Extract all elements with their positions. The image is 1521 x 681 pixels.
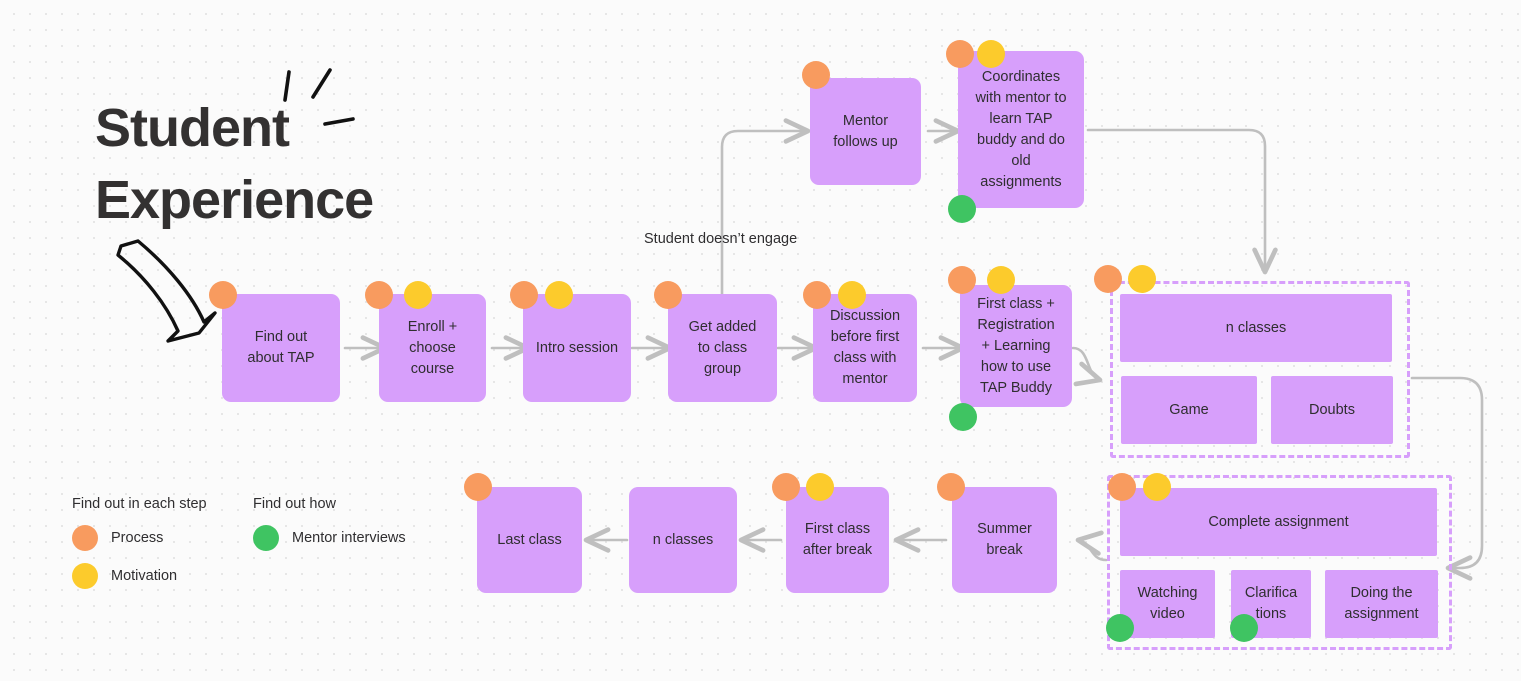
node-coordinates-with-mentor[interactable]: Coordinates with mentor to learn TAP bud… bbox=[958, 51, 1084, 208]
legend-swatch-motivation-icon bbox=[72, 563, 98, 589]
arrow-firstclass-to-group bbox=[1071, 346, 1103, 387]
group-classes-dashed bbox=[1110, 281, 1410, 458]
legend-label: Process bbox=[111, 530, 164, 546]
node-label: n classes bbox=[652, 531, 714, 548]
dot-motivation bbox=[838, 281, 866, 309]
node-doing-the-assignment[interactable]: Doing the assignment bbox=[1325, 570, 1438, 638]
arrow-doesnt-engage-branch bbox=[720, 118, 811, 296]
dot-process bbox=[948, 266, 976, 294]
node-label: Watching video bbox=[1137, 585, 1198, 622]
legend-item-motivation: Motivation bbox=[72, 563, 177, 589]
dot-motivation bbox=[806, 473, 834, 501]
node-label: Intro session bbox=[535, 339, 619, 356]
node-first-class-after-break[interactable]: First class after break bbox=[786, 487, 889, 593]
node-mentor-follows-up[interactable]: Mentor follows up bbox=[810, 78, 921, 185]
dot-process bbox=[365, 281, 393, 309]
dot-process bbox=[510, 281, 538, 309]
dot-process bbox=[772, 473, 800, 501]
node-label: Doubts bbox=[1309, 401, 1355, 418]
node-label: Last class bbox=[497, 531, 562, 548]
arrow-assignment-to-summer bbox=[1075, 530, 1108, 562]
node-label: Doing the assignment bbox=[1344, 585, 1419, 622]
node-label: Game bbox=[1169, 401, 1209, 418]
dot-mentor-interviews bbox=[1230, 614, 1258, 642]
node-discussion-before-first-class[interactable]: Discussion before first class with mento… bbox=[813, 294, 917, 402]
hand-drawn-arrow-icon bbox=[116, 239, 217, 343]
node-game[interactable]: Game bbox=[1121, 376, 1257, 444]
node-label: Get added to class group bbox=[688, 318, 757, 377]
dot-process bbox=[654, 281, 682, 309]
node-get-added-to-class-group[interactable]: Get added to class group bbox=[668, 294, 777, 402]
legend-label: Mentor interviews bbox=[292, 530, 406, 546]
node-n-classes-top[interactable]: n classes bbox=[1120, 294, 1392, 362]
dot-process bbox=[802, 61, 830, 89]
dot-mentor-interviews bbox=[948, 195, 976, 223]
legend-item-mentor-interviews: Mentor interviews bbox=[253, 525, 406, 551]
dot-mentor-interviews bbox=[949, 403, 977, 431]
node-watching-video[interactable]: Watching video bbox=[1120, 570, 1215, 638]
group-assignment-dashed bbox=[1107, 475, 1452, 650]
label-student-doesnt-engage: Student doesn’t engage bbox=[644, 231, 798, 247]
node-find-out-about-tap[interactable]: Find out about TAP bbox=[222, 294, 340, 402]
node-label: Complete assignment bbox=[1208, 513, 1349, 530]
node-label: Enroll + choose course bbox=[407, 318, 458, 377]
dot-process bbox=[209, 281, 237, 309]
dot-motivation bbox=[987, 266, 1015, 294]
node-summer-break[interactable]: Summer break bbox=[952, 487, 1057, 593]
dot-process bbox=[946, 40, 974, 68]
dot-motivation bbox=[1143, 473, 1171, 501]
node-last-class[interactable]: Last class bbox=[477, 487, 582, 593]
node-label: Coordinates with mentor to learn TAP bud… bbox=[975, 68, 1067, 190]
dot-motivation bbox=[545, 281, 573, 309]
arrow-coordinates-to-nclasses bbox=[1086, 128, 1278, 275]
node-label: n classes bbox=[1225, 319, 1287, 336]
node-doubts[interactable]: Doubts bbox=[1271, 376, 1393, 444]
dot-motivation bbox=[977, 40, 1005, 68]
legend-swatch-mentor-interviews-icon bbox=[253, 525, 279, 551]
node-n-classes-bottom[interactable]: n classes bbox=[629, 487, 737, 593]
legend-label: Motivation bbox=[111, 568, 178, 584]
dot-mentor-interviews bbox=[1106, 614, 1134, 642]
node-label: Mentor follows up bbox=[833, 112, 898, 150]
node-first-class-registration[interactable]: First class + Registration + Learning ho… bbox=[960, 285, 1072, 407]
node-label: Discussion before first class with mento… bbox=[829, 308, 901, 387]
node-label: First class + Registration + Learning ho… bbox=[977, 295, 1055, 396]
dot-process bbox=[1094, 265, 1122, 293]
dot-process bbox=[464, 473, 492, 501]
node-complete-assignment[interactable]: Complete assignment bbox=[1120, 488, 1437, 556]
dot-process bbox=[937, 473, 965, 501]
node-label: Summer break bbox=[977, 521, 1032, 558]
node-enroll-choose-course[interactable]: Enroll + choose course bbox=[379, 294, 486, 402]
node-label: Clarifica tions bbox=[1244, 585, 1298, 622]
legend-heading-find-out-how: Find out how bbox=[253, 496, 337, 512]
page-title: Student Experience bbox=[95, 98, 374, 230]
node-label: First class after break bbox=[802, 521, 873, 558]
dot-process bbox=[803, 281, 831, 309]
legend-heading-each-step: Find out in each step bbox=[72, 496, 207, 512]
dot-motivation bbox=[404, 281, 432, 309]
legend-swatch-process-icon bbox=[72, 525, 98, 551]
legend-item-process: Process bbox=[72, 525, 163, 551]
dot-process bbox=[1108, 473, 1136, 501]
node-intro-session[interactable]: Intro session bbox=[523, 294, 631, 402]
node-label: Find out about TAP bbox=[247, 329, 315, 366]
dot-motivation bbox=[1128, 265, 1156, 293]
